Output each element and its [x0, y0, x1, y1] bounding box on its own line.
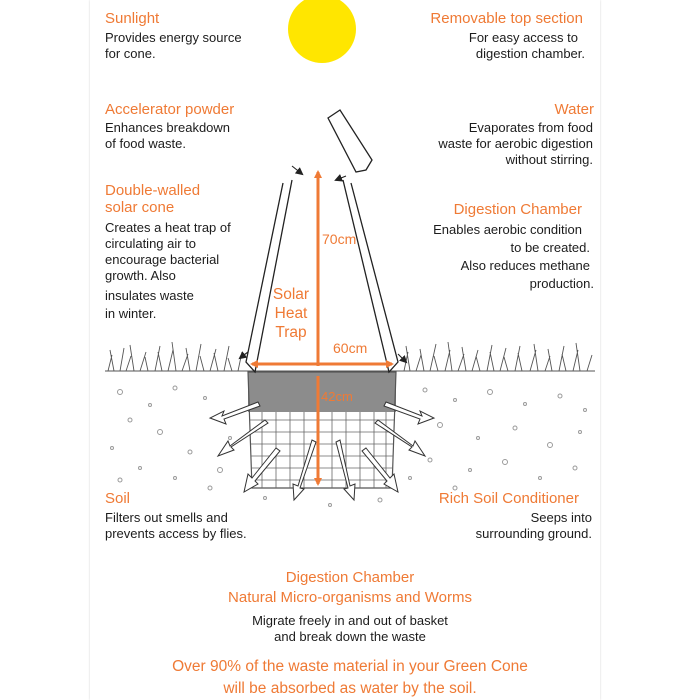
accelerator-line-2: of food waste.	[105, 136, 186, 151]
dimension-arrows	[250, 170, 394, 486]
removable-line-2: digestion chamber.	[475, 46, 585, 61]
accelerator-line-1: Enhances breakdown	[105, 120, 231, 135]
heat-trap-line-1: Solar	[273, 286, 309, 303]
seepage-arrows	[208, 401, 436, 502]
sunlight-line-1: Provides energy source	[105, 30, 242, 45]
footer-line-1: Over 90% of the waste material in your G…	[172, 658, 528, 675]
water-line-2: waste for aerobic digestion	[438, 136, 593, 151]
heat-trap-line-2: Heat	[275, 305, 308, 322]
cone-line-4: growth. Also	[105, 268, 176, 283]
soil-line-1: Filters out smells and	[105, 510, 228, 525]
conditioner-line-2: surrounding ground.	[475, 526, 592, 541]
removable-line-1: For easy access to	[468, 30, 578, 45]
solar-cone	[245, 179, 399, 374]
soil-title: Soil	[105, 490, 131, 507]
soil-line-2: prevents access by flies.	[105, 526, 247, 541]
sun-icon	[288, 0, 356, 63]
cone-line-1: Creates a heat trap of	[105, 220, 231, 235]
accelerator-title: Accelerator powder	[105, 101, 235, 118]
sunlight-line-2: for cone.	[105, 46, 156, 61]
digestion-title: Digestion Chamber	[453, 201, 582, 218]
conditioner-line-1: Seeps into	[530, 510, 592, 525]
cone-title-2: solar cone	[105, 199, 175, 216]
digestion-line-2: to be created.	[510, 240, 591, 255]
pointer-arrows	[238, 165, 408, 364]
removable-lid	[327, 109, 373, 173]
cone-line-6: in winter.	[105, 306, 157, 321]
cone-line-2: circulating air to	[105, 236, 197, 251]
width-label: 60cm	[333, 340, 367, 356]
water-line-3: without stirring.	[505, 152, 593, 167]
digestion-basket	[247, 371, 397, 489]
digestion-line-4: production.	[529, 276, 594, 291]
cone-line-3: encourage bacterial	[105, 252, 220, 267]
chamber-title-2: Natural Micro-organisms and Worms	[228, 589, 472, 606]
soil-texture	[110, 385, 587, 507]
chamber-title-1: Digestion Chamber	[285, 569, 415, 586]
heat-trap-line-3: Trap	[275, 324, 306, 341]
depth-label: 42cm	[321, 389, 353, 404]
conditioner-title: Rich Soil Conditioner	[438, 490, 579, 507]
chamber-line-1: Migrate freely in and out of basket	[252, 613, 448, 628]
cone-title-1: Double-walled	[105, 182, 201, 199]
height-label: 70cm	[322, 231, 356, 247]
digestion-line-3: Also reduces methane	[460, 258, 590, 273]
footer-line-2: will be absorbed as water by the soil.	[223, 680, 477, 697]
sunlight-title: Sunlight	[105, 10, 160, 27]
removable-title: Removable top section	[430, 10, 583, 27]
water-line-1: Evaporates from food	[468, 120, 593, 135]
water-title: Water	[554, 101, 594, 118]
chamber-line-2: and break down the waste	[274, 629, 426, 644]
cone-line-5: insulates waste	[105, 288, 194, 303]
digestion-line-1: Enables aerobic condition	[433, 222, 582, 237]
